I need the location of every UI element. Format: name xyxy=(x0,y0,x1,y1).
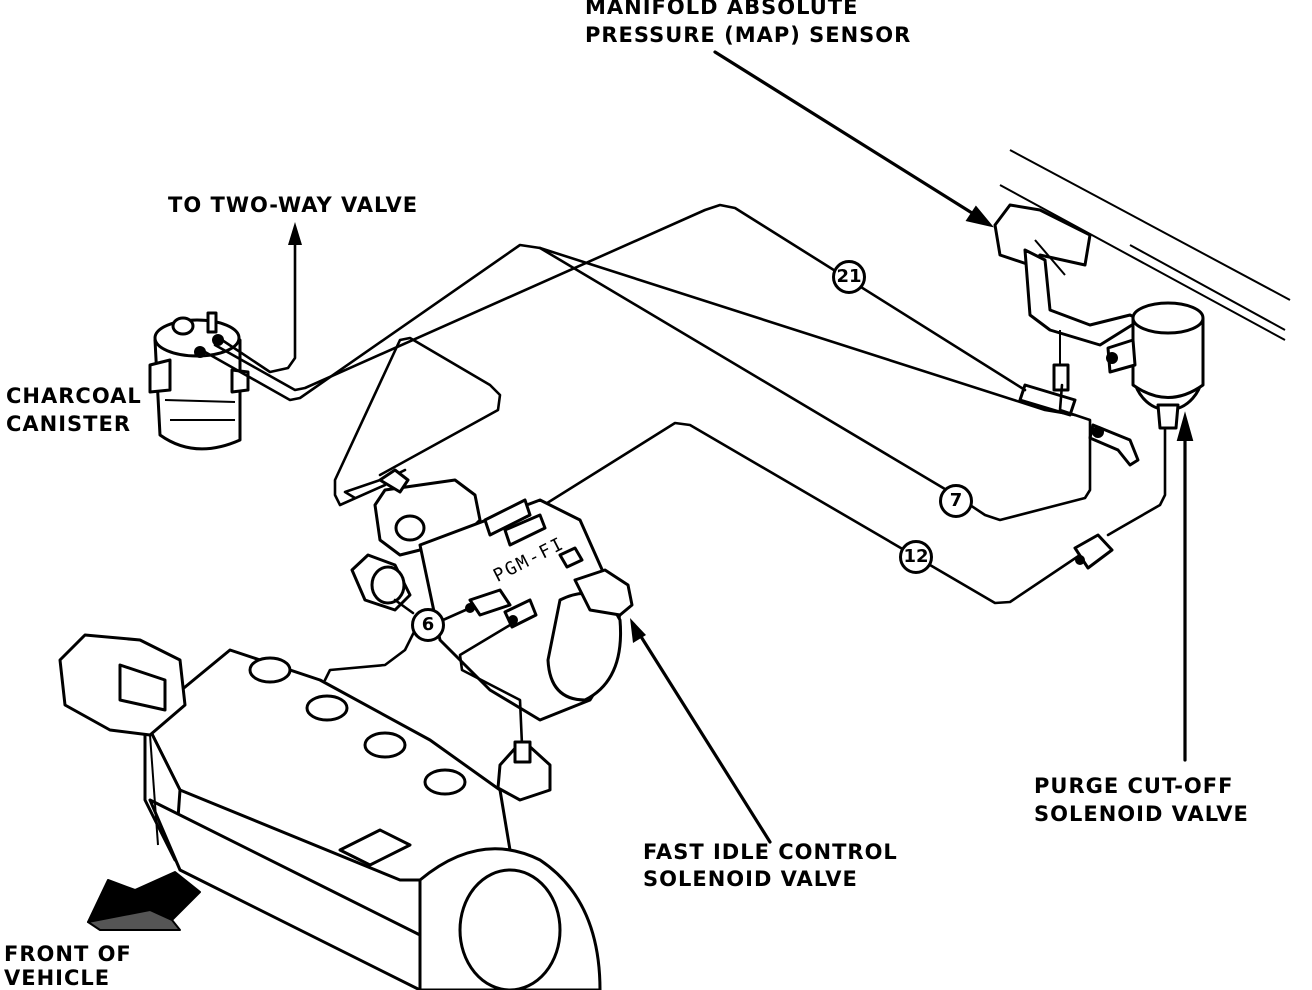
purge-cutoff-solenoid xyxy=(1106,301,1205,430)
firewall-edge xyxy=(999,149,1291,341)
hose-number-21: 21 xyxy=(832,260,866,294)
fast-idle-leader xyxy=(630,618,772,844)
map-sensor xyxy=(993,203,1142,392)
front-of-vehicle-label-line2: VEHICLE xyxy=(4,966,111,990)
front-of-vehicle-arrow xyxy=(87,871,201,931)
hose-number-6: 6 xyxy=(411,608,445,642)
hose-number-12: 12 xyxy=(899,540,933,574)
charcoal-canister-label-line1: CHARCOAL xyxy=(6,384,142,408)
charcoal-canister xyxy=(148,311,250,451)
fast-idle-label-line1: FAST IDLE CONTROL xyxy=(643,840,898,864)
hose-6-path xyxy=(323,618,552,802)
map-sensor-label-line2: PRESSURE (MAP) SENSOR xyxy=(585,23,912,47)
hose-7-path xyxy=(538,246,1092,522)
two-way-valve-arrow xyxy=(220,222,302,374)
throttle-body xyxy=(350,468,634,722)
number-leaders xyxy=(393,598,472,622)
fast-idle-label-line2: SOLENOID VALVE xyxy=(643,867,858,891)
map-sensor-label-line1: MANIFOLD ABSOLUTE xyxy=(585,0,859,19)
front-of-vehicle-label-line1: FRONT OF xyxy=(4,942,132,966)
charcoal-canister-label-line2: CANISTER xyxy=(6,412,132,436)
purge-cutoff-label-line2: SOLENOID VALVE xyxy=(1034,802,1249,826)
t-fitting xyxy=(1018,383,1140,467)
engine-block xyxy=(58,633,602,990)
map-sensor-leader xyxy=(713,50,994,228)
purge-leader xyxy=(1176,411,1194,762)
hose-number-7: 7 xyxy=(939,484,973,518)
two-way-valve-label: TO TWO-WAY VALVE xyxy=(168,193,419,217)
purge-cutoff-label-line1: PURGE CUT-OFF xyxy=(1034,774,1234,798)
hose-21-path xyxy=(203,203,1077,417)
